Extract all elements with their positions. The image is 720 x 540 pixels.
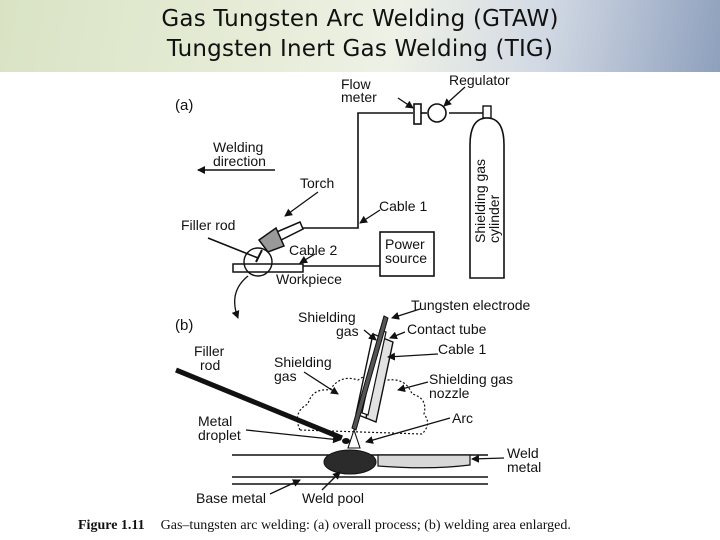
nozzle-label-2: nozzle (429, 385, 470, 401)
flow-meter-label-1: Flow (341, 76, 371, 92)
flow-meter-leader (397, 97, 414, 109)
filler-rod-b-label-1: Filler (194, 343, 225, 359)
shielding-gas-top-leader (363, 329, 377, 341)
cable-2-label: Cable 2 (289, 242, 337, 258)
tungsten-electrode-leader (391, 308, 421, 320)
welding-direction-label-1: Welding (213, 139, 263, 155)
panel-b: (b) (175, 297, 541, 506)
regulator-leader (443, 86, 466, 107)
figure-number: Figure 1.11 (78, 518, 145, 533)
panel-a-label: (a) (175, 97, 193, 114)
panel-a: (a) (175, 72, 510, 319)
base-metal-label: Base metal (196, 490, 266, 506)
weld-pool-label: Weld pool (302, 490, 364, 506)
metal-droplet-leader (245, 429, 341, 444)
tungsten-electrode-label: Tungsten electrode (411, 297, 531, 313)
contact-tube-leader (389, 331, 406, 340)
cable-2-leader (299, 253, 316, 264)
title-band: Gas Tungsten Arc Welding (GTAW) Tungsten… (0, 0, 720, 72)
figure-caption-text: Gas–tungsten arc welding: (a) overall pr… (160, 518, 571, 533)
regulator-label: Regulator (449, 72, 510, 88)
power-source-box (379, 231, 435, 277)
torch-leader (284, 191, 319, 217)
workpiece-label: Workpiece (276, 271, 342, 287)
slide-title-line-1: Gas Tungsten Arc Welding (GTAW) (161, 6, 559, 32)
shielding-gas-left-leader (303, 371, 339, 395)
filler-rod-b (175, 367, 343, 441)
shielding-gas-cylinder (469, 117, 505, 279)
flow-meter-label-2: meter (341, 89, 377, 105)
torch-label: Torch (300, 175, 334, 191)
power-source-label-1: Power (385, 236, 425, 252)
base-metal-leader (269, 479, 301, 495)
power-source-label-2: source (385, 250, 427, 266)
contact-tube-label: Contact tube (407, 321, 487, 337)
weld-metal-label-2: metal (507, 459, 541, 475)
torch (255, 221, 304, 263)
cable-1-leader (359, 209, 381, 224)
cable-1-label: Cable 1 (379, 198, 427, 214)
shielding-gas-left-label-1: Shielding (274, 354, 332, 370)
weld-metal-label-1: Weld (507, 445, 539, 461)
nozzle-leader (397, 381, 429, 393)
shielding-gas-top-label-2: gas (336, 323, 359, 339)
cylinder-label-2: cylinder (486, 194, 502, 243)
weld-pool-leader (321, 471, 341, 491)
weld-metal-bead (377, 454, 471, 469)
cable-1-b-leader (387, 352, 439, 361)
flow-meter (413, 103, 422, 125)
arc (347, 428, 361, 449)
enlarge-arrow (231, 275, 249, 319)
metal-droplet-label-1: Metal (198, 413, 232, 429)
weld-metal-leader (471, 454, 505, 463)
figure-caption: Figure 1.11 Gas–tungsten arc welding: (a)… (78, 518, 698, 534)
nozzle-label-1: Shielding gas (429, 371, 513, 387)
shielding-gas-top-label-1: Shielding (298, 309, 356, 325)
arc-label: Arc (452, 410, 473, 426)
cable-1-b-label: Cable 1 (438, 341, 486, 357)
filler-rod-label: Filler rod (181, 217, 235, 233)
filler-rod (207, 237, 259, 259)
regulator-gauge (427, 103, 447, 123)
shielding-gas-left-label-2: gas (274, 368, 297, 384)
weld-pool (323, 449, 377, 475)
welding-direction-label-2: direction (213, 153, 266, 169)
cylinder-label-1: Shielding gas (472, 159, 488, 243)
panel-b-label: (b) (175, 317, 193, 334)
weld-zone-circle (243, 247, 273, 277)
tungsten-electrode (351, 315, 389, 431)
metal-droplet-label-2: droplet (198, 427, 241, 443)
slide-title-line-2: Tungsten Inert Gas Welding (TIG) (166, 36, 554, 62)
filler-rod-b-label-2: rod (200, 357, 220, 373)
cylinder-valve (482, 105, 492, 119)
arc-leader (365, 417, 451, 444)
metal-droplet (342, 438, 350, 444)
